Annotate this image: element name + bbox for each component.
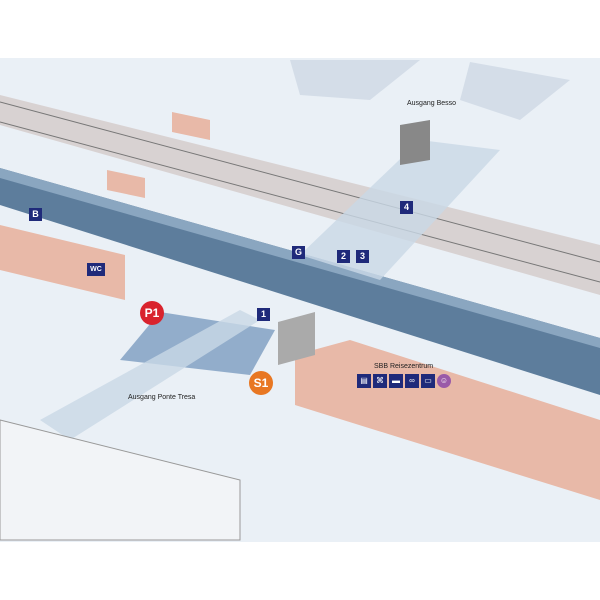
sbahn-badge: S1 [249,371,273,395]
building-top-right [460,62,570,120]
train-platform [0,168,600,395]
bike-icon: ∞ [405,374,419,388]
network-icon: ⌘ [373,374,387,388]
sector-2: 2 [337,250,350,263]
ticket-icon: ▤ [357,374,371,388]
luggage-icon: ▬ [389,374,403,388]
underpass-ponte-tresa [40,310,260,440]
kiosk [107,170,145,198]
track-bed [0,95,600,295]
kiosk [172,112,210,140]
building-right [295,340,600,500]
person-icon: ☺ [437,374,451,388]
exit-besso-structure [400,120,430,165]
wc-sign: WC [87,263,105,276]
exit-besso-label: Ausgang Besso [407,100,457,107]
building-top [290,60,420,100]
sector-3: 3 [356,250,369,263]
building-left [0,225,125,300]
road [0,419,241,541]
sector-1: 1 [257,308,270,321]
travel-centre-label: SBB Reisezentrum [374,363,434,370]
rail [0,101,600,263]
sector-g: G [292,246,305,259]
rail [0,121,600,283]
sector-b: B [29,208,42,221]
elevator [278,312,315,365]
parking-badge: P1 [140,301,164,325]
car-icon: ▭ [421,374,435,388]
exit-ponte-tresa-label: Ausgang Ponte Tresa [128,394,196,401]
sector-4: 4 [400,201,413,214]
